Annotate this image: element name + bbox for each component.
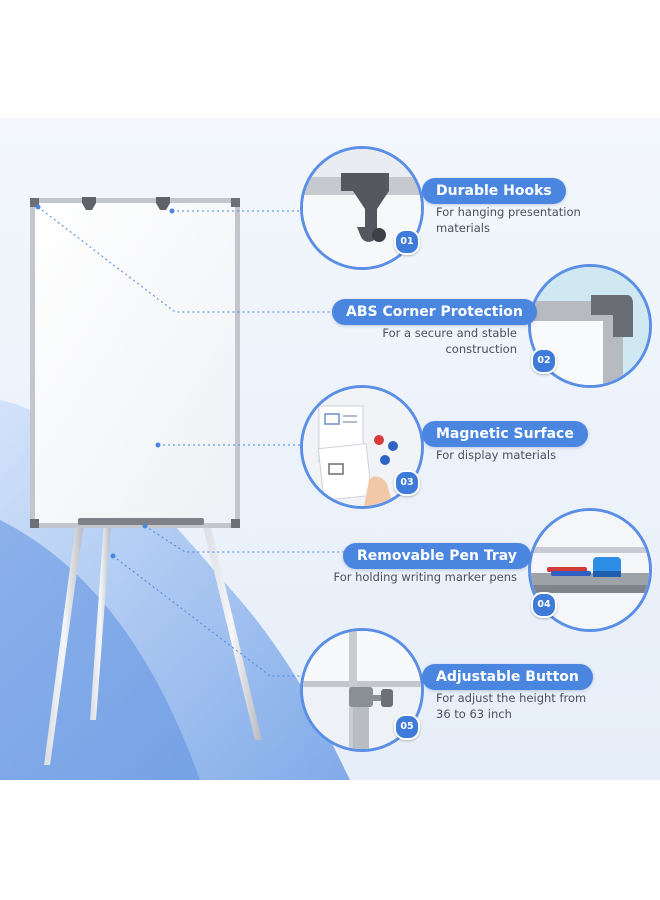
leader-dots (35, 204, 175, 559)
easel-back-leg (90, 522, 111, 720)
pen-tray (78, 518, 204, 525)
feature-number-badge: 03 (394, 470, 420, 496)
feature-title-removable-pen-tray: Removable Pen Tray (343, 543, 531, 569)
corner-cap (30, 198, 39, 207)
easel-right-leg (202, 522, 262, 740)
feature-description: For holding writing marker pens (333, 570, 517, 584)
adjust-knob-closeup-icon (300, 628, 424, 752)
board-surface (35, 203, 235, 523)
feature-number-badge: 01 (394, 229, 420, 255)
feature-title-magnetic-surface: Magnetic Surface (422, 421, 588, 447)
corner-cap (231, 198, 240, 207)
feature-number-badge: 05 (394, 714, 420, 740)
background-bottom (0, 780, 660, 900)
board-hook-left (82, 197, 96, 210)
board-hook-right (156, 197, 170, 210)
corner-cap (231, 519, 240, 528)
feature-description-wrap: For holding writing marker pens (300, 570, 517, 588)
easel-left-leg (44, 522, 84, 765)
feature-title-durable-hooks: Durable Hooks (422, 178, 566, 204)
feature-title-adjustable-button: Adjustable Button (422, 664, 593, 690)
corner-cap (30, 519, 39, 528)
feature-title-abs-corner-protection: ABS Corner Protection (332, 299, 537, 325)
feature-description: For display materials (436, 448, 557, 462)
feature-number-badge: 04 (531, 592, 557, 618)
feature-number-badge: 02 (531, 348, 557, 374)
